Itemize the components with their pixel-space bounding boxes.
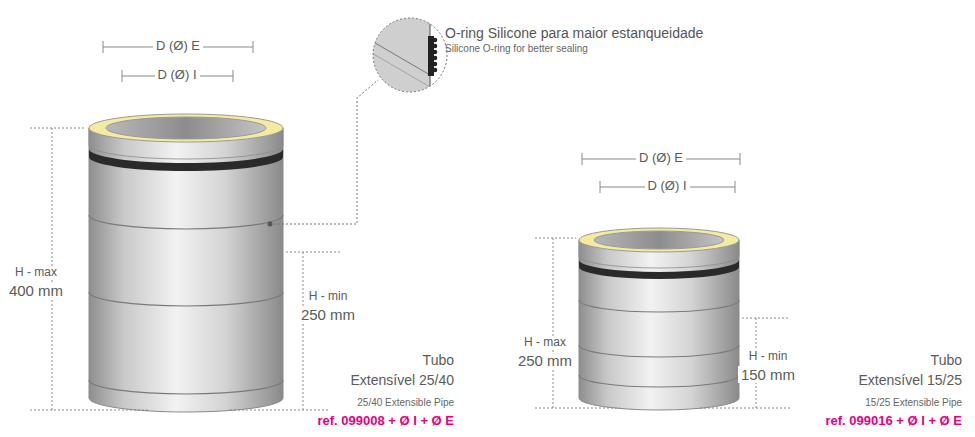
dimension-label: H - min bbox=[746, 350, 791, 364]
o-ring-band bbox=[579, 260, 739, 279]
dimension-lines bbox=[30, 41, 790, 410]
dimension-label: D (Ø) I bbox=[645, 179, 690, 194]
dimension-label: 250 mm bbox=[515, 352, 575, 369]
reference-code: ref. 099008 + Ø I + Ø E bbox=[317, 414, 454, 429]
o-ring-band bbox=[89, 149, 283, 171]
extensible-pipe-15-25 bbox=[579, 228, 739, 410]
dimension-label: D (Ø) E bbox=[153, 39, 203, 54]
dimension-label: 150 mm bbox=[738, 366, 798, 383]
callout-note: O-ring Silicone para maior estanqueidade bbox=[445, 25, 703, 41]
product-name: Extensível 25/40 bbox=[350, 372, 454, 388]
dimension-label: D (Ø) I bbox=[155, 68, 200, 83]
callout-note: Silicone O-ring for better sealing bbox=[445, 43, 588, 55]
dimension-label: H - min bbox=[306, 290, 351, 304]
dimension-label: H - max bbox=[12, 266, 60, 280]
reference-code: ref. 099016 + Ø I + Ø E bbox=[825, 414, 962, 429]
dimension-label: D (Ø) E bbox=[636, 151, 686, 166]
product-name: Extensível 15/25 bbox=[858, 372, 962, 388]
dimension-label: 400 mm bbox=[6, 282, 66, 299]
product-name-en: 15/25 Extensible Pipe bbox=[865, 397, 962, 409]
detail-callout bbox=[268, 15, 461, 227]
extensible-pipe-25-40 bbox=[89, 114, 283, 412]
dimension-label: 250 mm bbox=[298, 306, 358, 323]
dimension-label: H - max bbox=[521, 336, 569, 350]
product-name: Tubo bbox=[423, 352, 454, 368]
product-name-en: 25/40 Extensible Pipe bbox=[357, 397, 454, 409]
product-name: Tubo bbox=[931, 352, 962, 368]
